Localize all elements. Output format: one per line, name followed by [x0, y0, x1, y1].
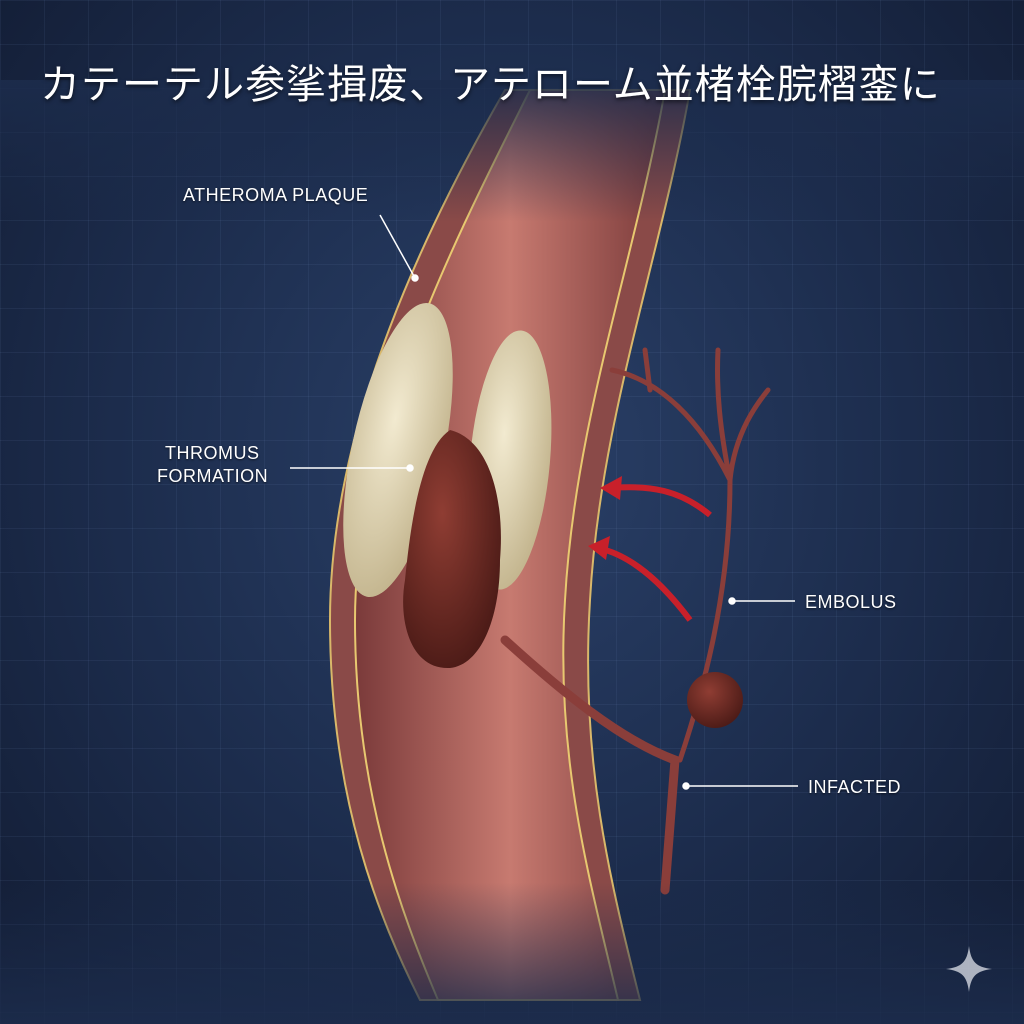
label-infarcted: INFACTED — [808, 777, 902, 797]
sparkle-icon — [946, 946, 992, 992]
label-thrombus-line2: FORMATION — [157, 466, 269, 486]
page-title: カテーテル参挲揖废、アテローム並楮栓脘槢銮に — [40, 62, 941, 108]
label-embolus: EMBOLUS — [805, 592, 897, 612]
leader-lines — [290, 214, 798, 790]
edge-fade — [0, 80, 1024, 1024]
label-thrombus-line1: THROMUS — [165, 443, 260, 463]
label-atheroma-plaque: ATHEROMA PLAQUE — [183, 185, 369, 205]
